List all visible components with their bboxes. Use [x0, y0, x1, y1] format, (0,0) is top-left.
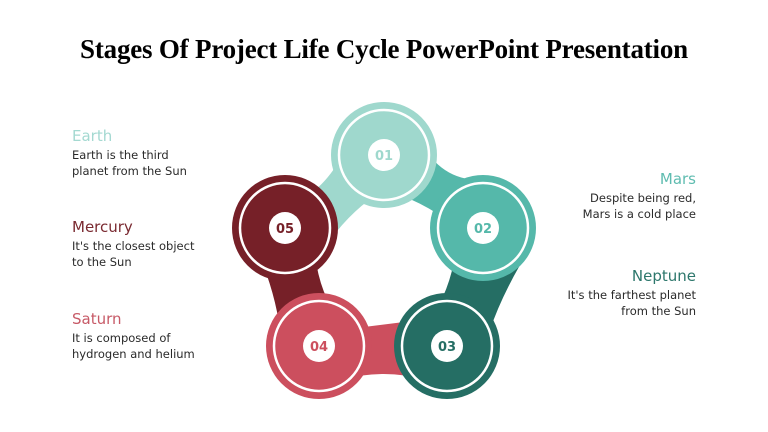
stage-02-description-line1: Despite being red, [590, 191, 696, 205]
stage-05-description-line2: to the Sun [72, 255, 132, 269]
stage-05-number: 05 [276, 222, 294, 237]
stage-02-number: 02 [474, 222, 492, 237]
stage-03-number: 03 [438, 340, 456, 355]
stage-04-number: 04 [310, 340, 328, 355]
stage-03-description-line2: from the Sun [621, 304, 696, 318]
stage-01-name: Earth [72, 127, 113, 145]
stage-01-text: Earth Earth is the third planet from the… [72, 127, 272, 179]
stage-01-circle[interactable] [331, 102, 437, 208]
stage-04-description-line1: It is composed of [72, 331, 171, 345]
stage-05-name: Mercury [72, 218, 133, 236]
stage-02-name: Mars [659, 170, 696, 188]
slide-title: Stages Of Project Life Cycle PowerPoint … [80, 34, 688, 64]
stage-03-text: Neptune It's the farthest planet from th… [496, 267, 696, 319]
stage-03-description-line1: It's the farthest planet [567, 288, 696, 302]
stage-05-description-line1: It's the closest object [72, 239, 195, 253]
stage-01-description-line2: planet from the Sun [72, 164, 187, 178]
stage-02-text: Mars Despite being red, Mars is a cold p… [496, 170, 696, 222]
stage-04-circle[interactable] [266, 293, 372, 399]
stage-02-description-line2: Mars is a cold place [582, 207, 696, 221]
stage-02-circle[interactable] [430, 175, 536, 281]
stage-01-number: 01 [375, 149, 393, 164]
stage-03-name: Neptune [631, 267, 696, 285]
stage-05-circle[interactable] [232, 175, 338, 281]
stage-04-description-line2: hydrogen and helium [72, 347, 195, 361]
stage-04-name: Saturn [72, 310, 122, 328]
stage-03-circle[interactable] [394, 293, 500, 399]
stage-01-description-line1: Earth is the third [72, 148, 169, 162]
stage-05-text: Mercury It's the closest object to the S… [72, 218, 272, 270]
stage-04-text: Saturn It is composed of hydrogen and he… [72, 310, 272, 362]
